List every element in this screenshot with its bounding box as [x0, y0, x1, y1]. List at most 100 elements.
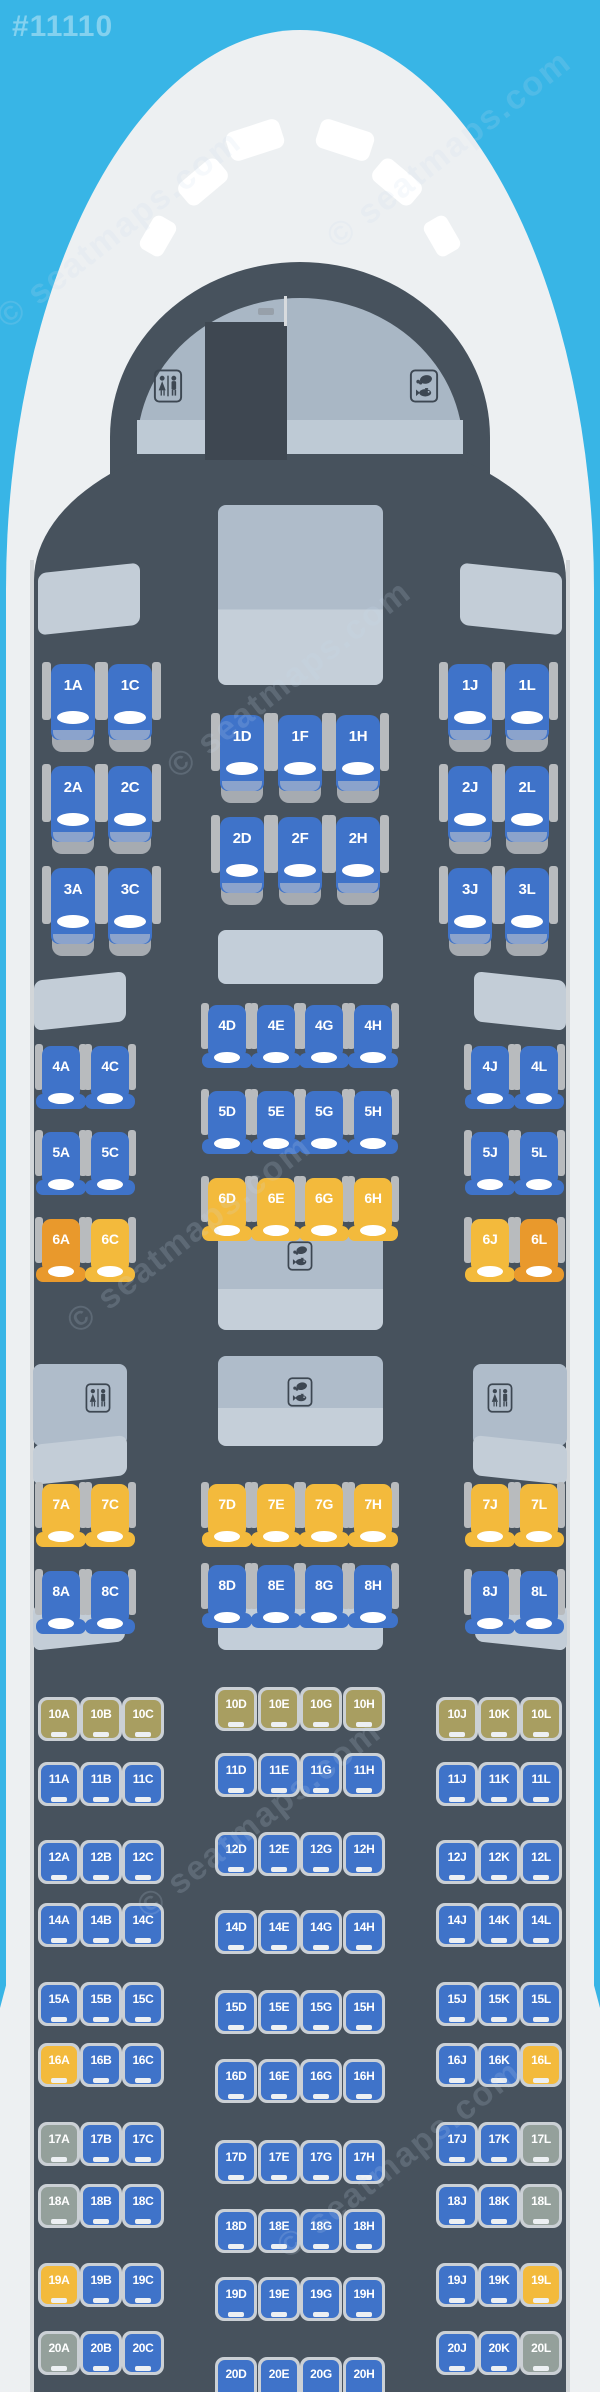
seat-1C[interactable]: 1C: [99, 662, 161, 754]
seat-15G[interactable]: 15G: [300, 1990, 342, 2034]
seat-20L[interactable]: 20L: [520, 2331, 562, 2375]
seat-16A[interactable]: 16A: [38, 2043, 80, 2087]
seat-6J[interactable]: 6J: [464, 1217, 516, 1283]
seat-20K[interactable]: 20K: [478, 2331, 520, 2375]
seat-4A[interactable]: 4A: [35, 1044, 87, 1110]
seat-15K[interactable]: 15K: [478, 1982, 520, 2026]
seat-1L[interactable]: 1L: [496, 662, 558, 754]
seat-14A[interactable]: 14A: [38, 1903, 80, 1947]
seat-4C[interactable]: 4C: [84, 1044, 136, 1110]
seat-8H[interactable]: 8H: [347, 1563, 399, 1629]
seat-20A[interactable]: 20A: [38, 2331, 80, 2375]
seat-5D[interactable]: 5D: [201, 1089, 253, 1155]
seat-12E[interactable]: 12E: [258, 1832, 300, 1876]
seat-18A[interactable]: 18A: [38, 2184, 80, 2228]
seat-19C[interactable]: 19C: [122, 2263, 164, 2307]
seat-3C[interactable]: 3C: [99, 866, 161, 958]
seat-4L[interactable]: 4L: [513, 1044, 565, 1110]
seat-5A[interactable]: 5A: [35, 1130, 87, 1196]
seat-7J[interactable]: 7J: [464, 1482, 516, 1548]
seat-6G[interactable]: 6G: [298, 1176, 350, 1242]
seat-18C[interactable]: 18C: [122, 2184, 164, 2228]
seat-5G[interactable]: 5G: [298, 1089, 350, 1155]
seat-5L[interactable]: 5L: [513, 1130, 565, 1196]
seat-15C[interactable]: 15C: [122, 1982, 164, 2026]
seat-1F[interactable]: 1F: [269, 713, 331, 805]
seat-12G[interactable]: 12G: [300, 1832, 342, 1876]
seat-16K[interactable]: 16K: [478, 2043, 520, 2087]
seat-19A[interactable]: 19A: [38, 2263, 80, 2307]
seat-2C[interactable]: 2C: [99, 764, 161, 856]
seat-8L[interactable]: 8L: [513, 1569, 565, 1635]
seat-18B[interactable]: 18B: [80, 2184, 122, 2228]
seat-15J[interactable]: 15J: [436, 1982, 478, 2026]
seat-17G[interactable]: 17G: [300, 2140, 342, 2184]
seat-12L[interactable]: 12L: [520, 1840, 562, 1884]
seat-16B[interactable]: 16B: [80, 2043, 122, 2087]
seat-18H[interactable]: 18H: [343, 2209, 385, 2253]
seat-16E[interactable]: 16E: [258, 2059, 300, 2103]
seat-10E[interactable]: 10E: [258, 1687, 300, 1731]
seat-11C[interactable]: 11C: [122, 1762, 164, 1806]
seat-3L[interactable]: 3L: [496, 866, 558, 958]
seat-1A[interactable]: 1A: [42, 662, 104, 754]
seat-5C[interactable]: 5C: [84, 1130, 136, 1196]
seat-10K[interactable]: 10K: [478, 1697, 520, 1741]
seat-15D[interactable]: 15D: [215, 1990, 257, 2034]
seat-8A[interactable]: 8A: [35, 1569, 87, 1635]
seat-18J[interactable]: 18J: [436, 2184, 478, 2228]
seat-14L[interactable]: 14L: [520, 1903, 562, 1947]
seat-10L[interactable]: 10L: [520, 1697, 562, 1741]
seat-16L[interactable]: 16L: [520, 2043, 562, 2087]
seat-20E[interactable]: 20E: [258, 2357, 300, 2392]
seat-2D[interactable]: 2D: [211, 815, 273, 907]
seat-16H[interactable]: 16H: [343, 2059, 385, 2103]
seat-2F[interactable]: 2F: [269, 815, 331, 907]
seat-19K[interactable]: 19K: [478, 2263, 520, 2307]
seat-12B[interactable]: 12B: [80, 1840, 122, 1884]
seat-20H[interactable]: 20H: [343, 2357, 385, 2392]
seat-19J[interactable]: 19J: [436, 2263, 478, 2307]
seat-1J[interactable]: 1J: [439, 662, 501, 754]
seat-3J[interactable]: 3J: [439, 866, 501, 958]
seat-2H[interactable]: 2H: [327, 815, 389, 907]
seat-20G[interactable]: 20G: [300, 2357, 342, 2392]
seat-10H[interactable]: 10H: [343, 1687, 385, 1731]
seat-12H[interactable]: 12H: [343, 1832, 385, 1876]
seat-17H[interactable]: 17H: [343, 2140, 385, 2184]
seat-19D[interactable]: 19D: [215, 2277, 257, 2321]
seat-11G[interactable]: 11G: [300, 1753, 342, 1797]
seat-17C[interactable]: 17C: [122, 2122, 164, 2166]
seat-3A[interactable]: 3A: [42, 866, 104, 958]
seat-7D[interactable]: 7D: [201, 1482, 253, 1548]
seat-17E[interactable]: 17E: [258, 2140, 300, 2184]
seat-11L[interactable]: 11L: [520, 1762, 562, 1806]
seat-10J[interactable]: 10J: [436, 1697, 478, 1741]
seat-4D[interactable]: 4D: [201, 1003, 253, 1069]
seat-19H[interactable]: 19H: [343, 2277, 385, 2321]
seat-15E[interactable]: 15E: [258, 1990, 300, 2034]
seat-7C[interactable]: 7C: [84, 1482, 136, 1548]
seat-15B[interactable]: 15B: [80, 1982, 122, 2026]
seat-20B[interactable]: 20B: [80, 2331, 122, 2375]
seat-17D[interactable]: 17D: [215, 2140, 257, 2184]
seat-15H[interactable]: 15H: [343, 1990, 385, 2034]
seat-19G[interactable]: 19G: [300, 2277, 342, 2321]
seat-11D[interactable]: 11D: [215, 1753, 257, 1797]
seat-14H[interactable]: 14H: [343, 1910, 385, 1954]
seat-11H[interactable]: 11H: [343, 1753, 385, 1797]
seat-6D[interactable]: 6D: [201, 1176, 253, 1242]
seat-18G[interactable]: 18G: [300, 2209, 342, 2253]
seat-11E[interactable]: 11E: [258, 1753, 300, 1797]
seat-10A[interactable]: 10A: [38, 1697, 80, 1741]
seat-14J[interactable]: 14J: [436, 1903, 478, 1947]
seat-17A[interactable]: 17A: [38, 2122, 80, 2166]
seat-11A[interactable]: 11A: [38, 1762, 80, 1806]
seat-17B[interactable]: 17B: [80, 2122, 122, 2166]
seat-12A[interactable]: 12A: [38, 1840, 80, 1884]
seat-11J[interactable]: 11J: [436, 1762, 478, 1806]
seat-16C[interactable]: 16C: [122, 2043, 164, 2087]
seat-4E[interactable]: 4E: [250, 1003, 302, 1069]
seat-8J[interactable]: 8J: [464, 1569, 516, 1635]
seat-14K[interactable]: 14K: [478, 1903, 520, 1947]
